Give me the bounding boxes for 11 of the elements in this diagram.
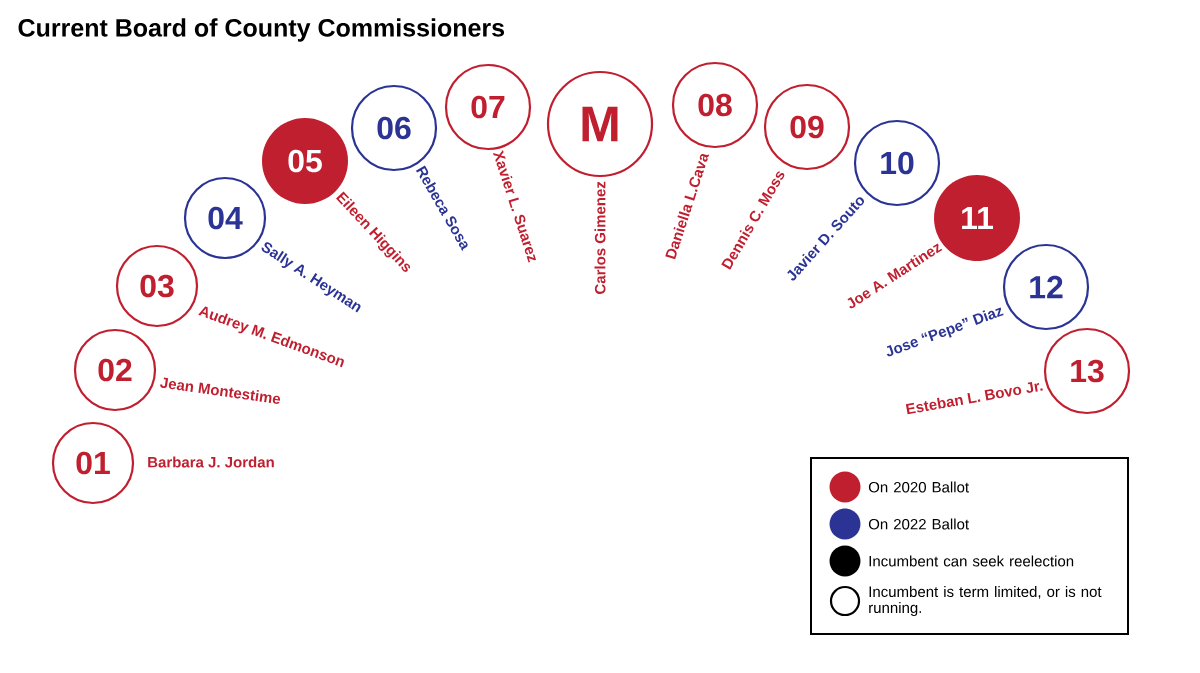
legend-text: On 2022 Ballot <box>868 518 969 530</box>
legend-text: Incumbent is term limited, or is not running. <box>869 586 1102 616</box>
name-label: Barbara J. Jordan <box>148 456 274 468</box>
name-label: Esteban L. Bovo Jr. <box>905 381 1043 415</box>
legend-text: On 2020 Ballot <box>868 481 969 493</box>
name-label: Carlos Gimenez <box>594 181 606 294</box>
name-label: Xavier L. Suarez <box>493 150 537 263</box>
legend-text: Incumbent can seek reelection <box>869 555 1074 567</box>
title: Current Board of County Commissioners <box>18 18 505 42</box>
name-label: Jean Montestime <box>160 377 280 404</box>
name-label: Jose “Pepe” Diaz <box>886 307 1004 357</box>
